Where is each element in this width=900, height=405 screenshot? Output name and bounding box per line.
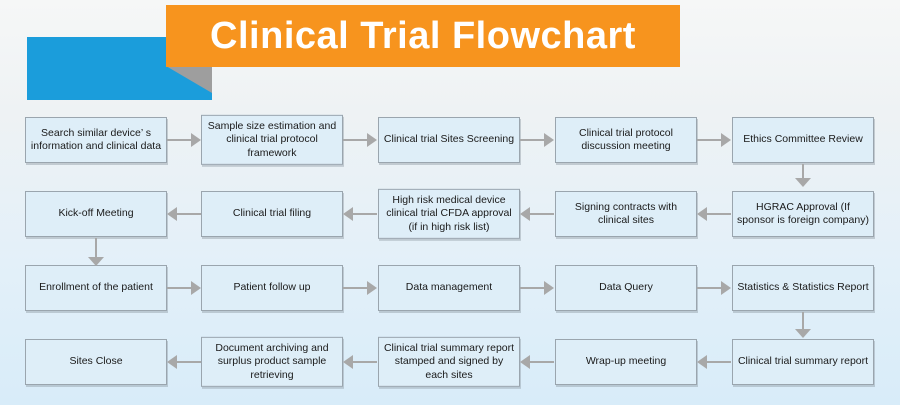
flow-box-statistics-report: Statistics & Statistics Report [732, 265, 874, 311]
flow-box-ethics-committee-review: Ethics Committee Review [732, 117, 874, 163]
arrow-right-connector [167, 133, 201, 147]
arrow-right-connector [697, 133, 731, 147]
flow-box-document-archiving: Document archiving and surplus product s… [201, 336, 343, 388]
flow-box-patient-follow-up: Patient follow up [201, 265, 343, 311]
arrow-left-connector [343, 207, 377, 221]
flow-box-kick-off-meeting: Kick-off Meeting [25, 191, 167, 237]
page-title: Clinical Trial Flowchart [210, 14, 636, 57]
flow-box-summary-report-stamped: Clinical trial summary report stamped an… [378, 336, 520, 388]
arrow-right-connector [520, 281, 554, 295]
arrow-left-connector [697, 207, 731, 221]
arrow-right-connector [697, 281, 731, 295]
arrow-down-connector [88, 238, 104, 266]
flow-box-sample-size-estimation: Sample size estimation and clinical tria… [201, 114, 343, 166]
flow-box-search-similar-device-info: Search similar device’ s information and… [25, 117, 167, 163]
ribbon-fold [166, 66, 212, 93]
arrow-left-connector [167, 207, 201, 221]
flow-box-protocol-discussion: Clinical trial protocol discussion meeti… [555, 117, 697, 163]
arrow-left-connector [343, 355, 377, 369]
arrow-down-connector [795, 164, 811, 187]
arrow-right-connector [167, 281, 201, 295]
arrow-right-connector [520, 133, 554, 147]
flow-box-signing-contracts: Signing contracts with clinical sites [555, 191, 697, 237]
flow-box-sites-screening: Clinical trial Sites Screening [378, 117, 520, 163]
flow-box-clinical-trial-summary-report: Clinical trial summary report [732, 339, 874, 385]
arrow-left-connector [520, 355, 554, 369]
title-banner: Clinical Trial Flowchart [166, 5, 680, 67]
flow-box-data-query: Data Query [555, 265, 697, 311]
flow-box-clinical-trial-filing: Clinical trial filing [201, 191, 343, 237]
arrow-down-connector [795, 312, 811, 338]
flow-box-enrollment-of-patient: Enrollment of the patient [25, 265, 167, 311]
flow-box-wrap-up-meeting: Wrap-up meeting [555, 339, 697, 385]
flow-box-hgrac-approval: HGRAC Approval (If sponsor is foreign co… [732, 191, 874, 237]
arrow-right-connector [343, 133, 377, 147]
flow-box-cfda-approval-high-risk: High risk medical device clinical trial … [378, 188, 520, 240]
arrow-left-connector [167, 355, 201, 369]
arrow-right-connector [343, 281, 377, 295]
flow-box-data-management: Data management [378, 265, 520, 311]
arrow-left-connector [697, 355, 731, 369]
flow-box-sites-close: Sites Close [25, 339, 167, 385]
arrow-left-connector [520, 207, 554, 221]
